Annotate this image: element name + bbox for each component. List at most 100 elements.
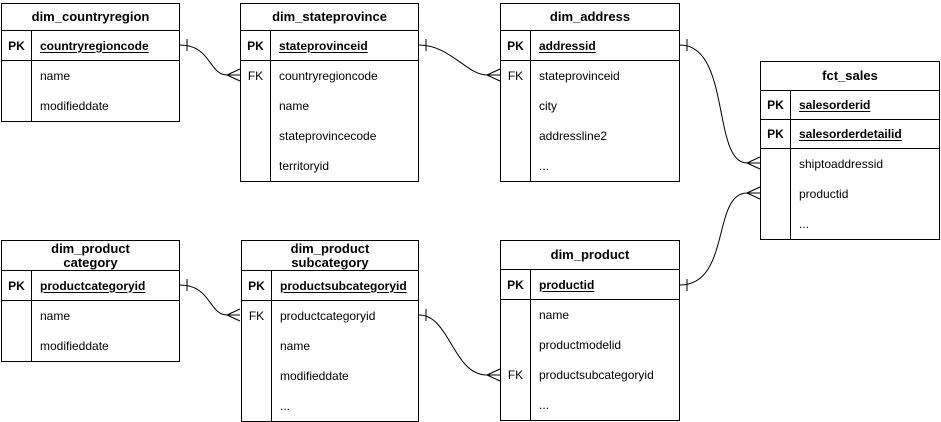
column-label: salesorderid: [799, 98, 871, 112]
column-label: salesorderdetailid: [799, 127, 902, 141]
key-badge: PK: [241, 31, 271, 60]
column-label: city: [539, 99, 557, 113]
relationship-address-sales[interactable]: [679, 39, 761, 170]
key-badge: [761, 179, 791, 209]
column-label: ...: [799, 217, 810, 231]
table-title: dim_stateprovince: [241, 4, 418, 31]
table-fct-sales[interactable]: fct_sales PK salesorderid PK salesorderd…: [760, 61, 940, 240]
column-label: productid: [539, 277, 595, 292]
table-row: stateprovincecode: [241, 121, 418, 151]
key-badge: [2, 331, 32, 361]
column-label: stateprovinceid: [279, 38, 368, 53]
table-row: name: [2, 301, 179, 331]
key-badge: [2, 61, 32, 91]
column-label: productsubcategoryid: [280, 278, 407, 293]
column-label: ...: [280, 399, 291, 413]
table-row: ...: [242, 391, 418, 421]
key-badge: FK: [501, 61, 531, 91]
key-badge: FK: [242, 301, 272, 331]
key-badge: PK: [761, 120, 791, 148]
key-badge: [501, 121, 531, 151]
key-badge: [501, 330, 531, 360]
table-title: dim_product subcategory: [242, 241, 418, 271]
table-row: PK stateprovinceid: [241, 31, 418, 61]
table-row: PK productid: [501, 270, 679, 300]
table-row: ...: [761, 209, 939, 239]
table-row: modifieddate: [242, 361, 418, 391]
table-row: PK salesorderdetailid: [761, 120, 939, 149]
column-label: productid: [799, 187, 849, 201]
column-label: name: [40, 309, 71, 323]
table-row: productid: [761, 179, 939, 209]
relationship-category-subcategory[interactable]: [179, 279, 241, 322]
table-row: modifieddate: [2, 331, 179, 361]
table-title: dim_address: [501, 4, 679, 31]
column-label: productcategoryid: [40, 278, 146, 293]
column-label: stateprovinceid: [539, 69, 620, 83]
column-label: ...: [539, 159, 550, 173]
table-row: modifieddate: [2, 91, 179, 121]
relationship-product-sales[interactable]: [679, 186, 761, 291]
key-badge: FK: [501, 360, 531, 390]
relationship-countryregion-stateprovince[interactable]: [179, 39, 241, 82]
column-label: addressid: [539, 38, 596, 53]
table-dim-product[interactable]: dim_product PK productid name productmod…: [500, 240, 680, 421]
table-title: dim_countryregion: [2, 4, 179, 31]
key-badge: [242, 331, 272, 361]
column-label: name: [280, 339, 311, 353]
table-dim-stateprovince[interactable]: dim_stateprovince PK stateprovinceid FK …: [240, 3, 419, 182]
key-badge: [501, 91, 531, 121]
relationship-subcategory-product[interactable]: [418, 309, 501, 382]
table-title: fct_sales: [761, 62, 939, 91]
key-badge: [241, 121, 271, 151]
table-title: dim_product: [501, 241, 679, 270]
key-badge: [501, 300, 531, 330]
table-row: territoryid: [241, 151, 418, 181]
key-badge: [501, 390, 531, 420]
table-row: city: [501, 91, 679, 121]
table-dim-productsubcategory[interactable]: dim_product subcategory PK productsubcat…: [241, 240, 419, 422]
column-label: ...: [539, 398, 550, 412]
table-row: addressline2: [501, 121, 679, 151]
key-badge: FK: [241, 61, 271, 91]
key-badge: [761, 209, 791, 239]
table-title: dim_product category: [2, 241, 179, 271]
table-row: name: [2, 61, 179, 91]
column-label: modifieddate: [280, 369, 349, 383]
column-label: countryregioncode: [40, 38, 149, 53]
table-row: FK stateprovinceid: [501, 61, 679, 91]
table-row: PK addressid: [501, 31, 679, 61]
table-row: ...: [501, 390, 679, 420]
column-label: countryregioncode: [279, 69, 378, 83]
table-dim-productcategory[interactable]: dim_product category PK productcategoryi…: [1, 240, 180, 362]
key-badge: PK: [242, 271, 272, 300]
key-badge: PK: [501, 270, 531, 299]
key-badge: [2, 91, 32, 121]
table-row: FK productsubcategoryid: [501, 360, 679, 390]
key-badge: PK: [2, 31, 32, 60]
column-label: name: [279, 99, 310, 113]
column-label: modifieddate: [40, 99, 109, 113]
table-row: ...: [501, 151, 679, 181]
column-label: productmodelid: [539, 338, 622, 352]
table-row: productmodelid: [501, 330, 679, 360]
key-badge: PK: [2, 271, 32, 300]
table-row: PK salesorderid: [761, 91, 939, 120]
key-badge: PK: [761, 91, 791, 119]
table-row: PK productcategoryid: [2, 271, 179, 301]
key-badge: [761, 149, 791, 179]
column-label: name: [539, 308, 570, 322]
key-badge: [242, 361, 272, 391]
table-row: name: [501, 300, 679, 330]
relationship-stateprovince-address[interactable]: [418, 39, 501, 82]
key-badge: [241, 151, 271, 181]
table-row: PK productsubcategoryid: [242, 271, 418, 301]
table-dim-address[interactable]: dim_address PK addressid FK stateprovinc…: [500, 3, 680, 182]
table-dim-countryregion[interactable]: dim_countryregion PK countryregioncode n…: [1, 3, 180, 122]
table-row: shiptoaddressid: [761, 149, 939, 179]
key-badge: [501, 151, 531, 181]
key-badge: [241, 91, 271, 121]
table-row: FK productcategoryid: [242, 301, 418, 331]
column-label: productsubcategoryid: [539, 368, 654, 382]
